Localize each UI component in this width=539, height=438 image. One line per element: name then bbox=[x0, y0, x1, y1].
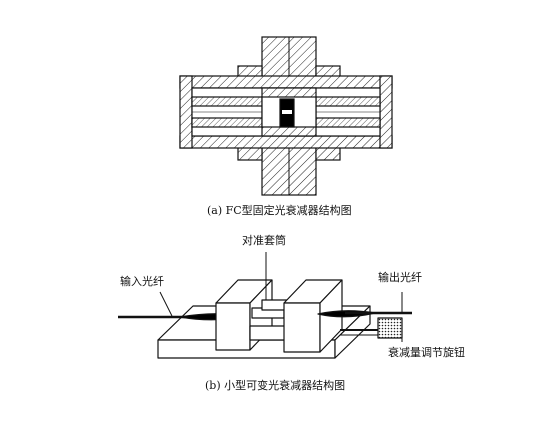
base-side bbox=[334, 305, 371, 359]
label-alignment-sleeve: 对准套筒 bbox=[242, 234, 286, 247]
sleeve-left-end bbox=[179, 75, 193, 149]
adjust-knob bbox=[377, 317, 403, 339]
label-adjust-knob: 衰减量调节旋钮 bbox=[388, 346, 465, 359]
label-input-fiber: 输入光纤 bbox=[120, 275, 164, 288]
caption-fig-a: (a) FC型固定光衰减器结构图 bbox=[207, 204, 352, 217]
sleeve-top-wall bbox=[179, 75, 393, 89]
label-output-fiber: 输出光纤 bbox=[378, 271, 422, 284]
fc-attenuator-drawing bbox=[179, 36, 393, 196]
right-block-front bbox=[283, 302, 321, 353]
sleeve-right-end bbox=[379, 75, 393, 149]
sleeve-bottom-wall bbox=[179, 135, 393, 149]
caption-fig-b: (b) 小型可变光衰减器结构图 bbox=[205, 379, 346, 392]
left-block-front bbox=[215, 302, 251, 351]
variable-attenuator-drawing bbox=[118, 252, 412, 359]
